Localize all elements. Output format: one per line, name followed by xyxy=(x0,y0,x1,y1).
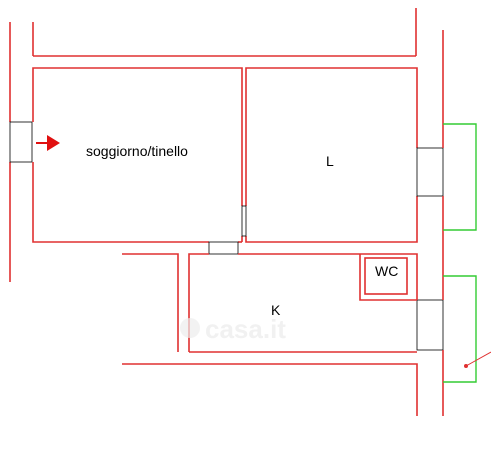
kitchen-label: K xyxy=(271,302,281,318)
living-room-label: soggiorno/tinello xyxy=(86,143,188,159)
wc-room xyxy=(359,254,417,301)
balcony-upper xyxy=(443,123,477,231)
balcony-lower xyxy=(443,275,477,383)
bedroom-room xyxy=(245,67,418,243)
pipe-marker xyxy=(464,351,491,368)
doors xyxy=(208,147,444,351)
living-corridor-door xyxy=(208,241,239,255)
wc-label: WC xyxy=(375,263,398,279)
entrance-arrow-icon xyxy=(36,135,60,151)
bedroom-window xyxy=(416,147,444,197)
top-wall xyxy=(32,8,417,57)
kitchen-window xyxy=(416,299,444,351)
balconies xyxy=(443,123,477,383)
casa-logo-icon xyxy=(180,318,200,338)
bedroom-label: L xyxy=(326,153,334,169)
watermark: casa.it xyxy=(180,314,286,344)
left-exterior-wall xyxy=(9,22,33,282)
watermark-text: casa.it xyxy=(205,314,286,344)
living-room xyxy=(32,67,243,243)
living-bedroom-door xyxy=(241,205,247,237)
